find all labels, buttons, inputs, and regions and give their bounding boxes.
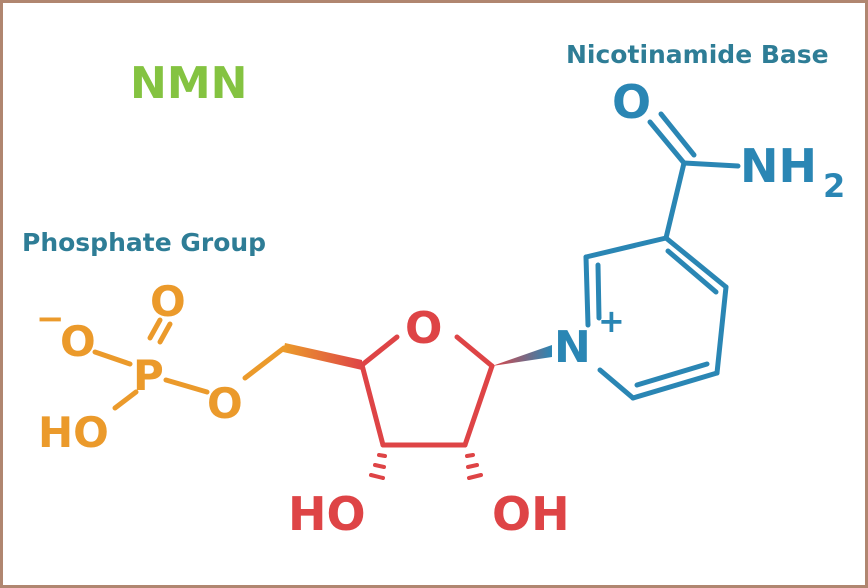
atom-bridging-oxygen: O — [207, 379, 243, 428]
atom-hydroxyl: HO — [38, 408, 109, 457]
bond-o-minus-p — [92, 349, 133, 367]
nicotinamide-base-label: Nicotinamide Base — [566, 40, 829, 69]
bond-p-oh — [112, 389, 139, 411]
nicotinamide-group — [583, 111, 741, 401]
charge-plus: + — [598, 302, 625, 340]
ring-bond-c4-c3 — [359, 362, 386, 448]
nicotinamide-atoms: O NH 2 N + — [554, 75, 845, 373]
atom-oh-right: OH — [492, 487, 570, 541]
title-nmn: NMN — [130, 58, 247, 109]
ribose-atoms: O HO OH — [288, 303, 570, 541]
wedge-bond-c5-c4 — [283, 343, 362, 370]
atom-amide-oxygen: O — [612, 75, 651, 129]
charge-minus: − — [36, 299, 65, 339]
atom-pyridinium-nitrogen: N — [554, 322, 591, 373]
phosphate-atoms: P O O − HO O — [36, 277, 243, 457]
bond-c-nh2 — [681, 160, 741, 169]
phosphate-bonds — [92, 317, 287, 411]
ring-bond-c3-c4 — [663, 235, 729, 290]
bond-o-p — [163, 377, 210, 395]
bond-ch2-o — [242, 345, 287, 381]
ring-double-bond-n-c2 — [595, 262, 602, 321]
bond-c3-carbonyl — [663, 160, 687, 241]
bond-p-o-top — [147, 317, 163, 341]
atom-ho-left: HO — [288, 487, 366, 541]
carbonyl-bond-c-o — [647, 119, 687, 166]
atom-phosphorus: P — [133, 351, 164, 400]
ring-bond-c4-c5 — [714, 284, 729, 376]
atom-amide-nh: NH — [740, 139, 817, 193]
hash-left-3 — [369, 473, 385, 480]
ring-bond-c6-n — [597, 367, 636, 401]
hash-left-1 — [377, 453, 387, 458]
hash-right-3 — [467, 473, 483, 480]
atom-ring-oxygen: O — [405, 303, 442, 354]
hash-right-2 — [466, 463, 479, 469]
hash-left-2 — [373, 463, 386, 469]
ring-bond-c4-o — [359, 334, 400, 368]
carbonyl-double-bond-c-o — [658, 111, 697, 158]
ring-bond-c1-c2 — [462, 363, 495, 448]
phosphate-group-label: Phosphate Group — [22, 228, 266, 257]
hash-right-1 — [465, 453, 475, 458]
ring-bond-c2-c3 — [583, 235, 669, 260]
ring-double-bond-c3-c4 — [665, 248, 719, 295]
atom-oxide-oxygen: O — [60, 317, 96, 366]
double-bond-p-o-top — [157, 321, 173, 345]
atom-amide-subscript: 2 — [823, 167, 845, 205]
atom-phosphoryl-oxygen: O — [150, 277, 186, 326]
ribose-group — [359, 334, 495, 448]
ribose-hashed-bonds — [369, 453, 483, 480]
ring-bond-o-c1 — [454, 334, 495, 369]
ring-bond-c5-c6 — [630, 370, 720, 401]
ring-bond-n-c2 — [583, 254, 591, 328]
ring-double-bond-c5-c6 — [634, 361, 710, 388]
wedge-bond-c1-n — [492, 345, 552, 366]
